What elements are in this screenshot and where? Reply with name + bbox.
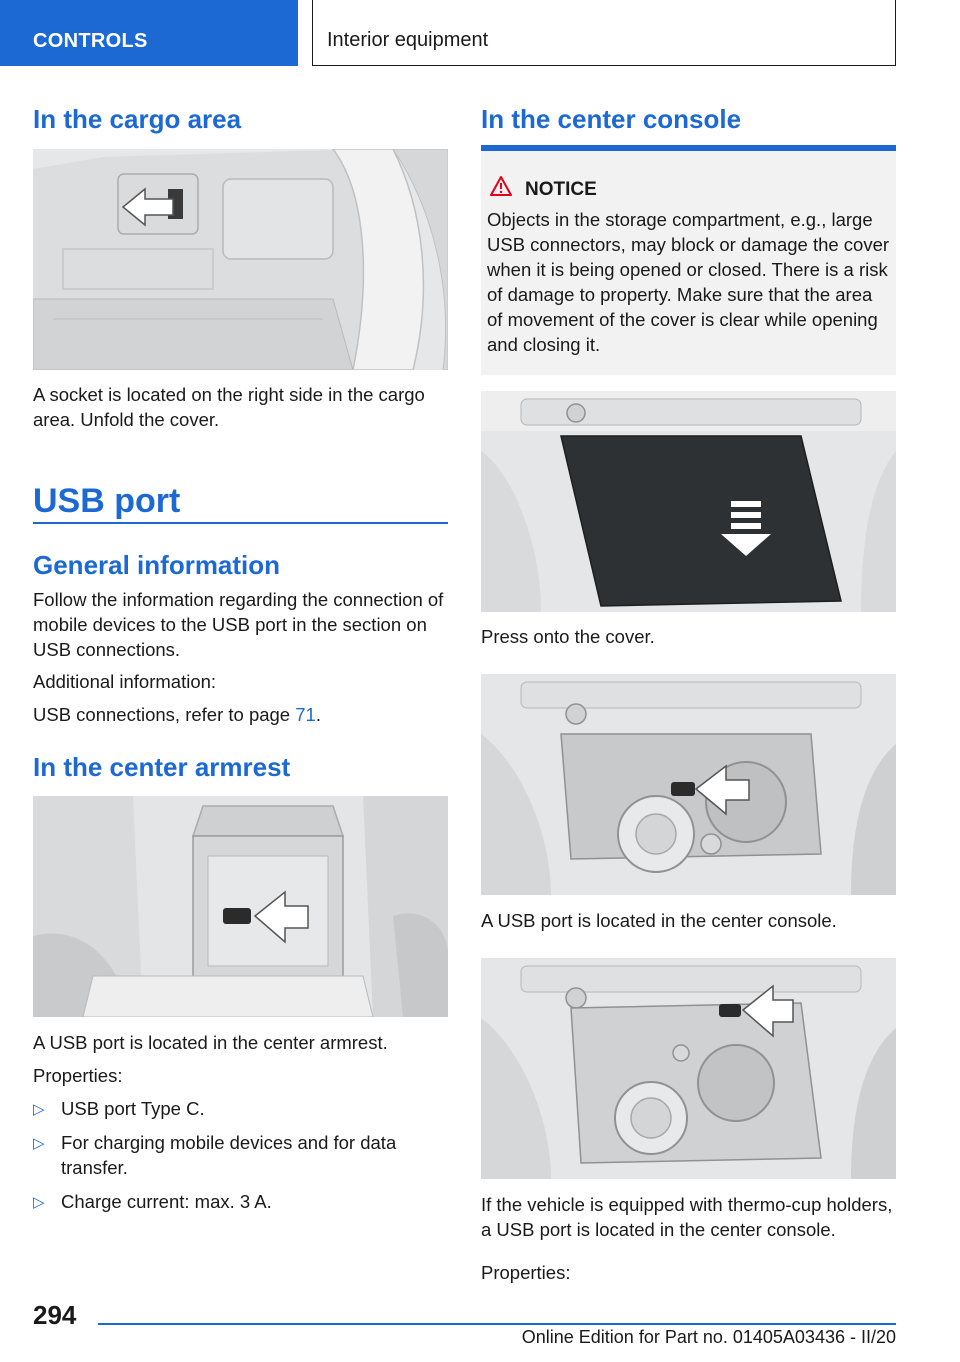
cargo-area-heading: In the cargo area [33,104,242,134]
bullet-triangle-icon: ▷ [33,1101,45,1118]
cargo-area-illustration [33,149,448,370]
armrest-properties-list: ▷USB port Type C. ▷For charging mobile d… [33,1096,448,1223]
page-footer: 294 Online Edition for Part no. 01405A03… [0,1290,960,1362]
list-item: ▷Charge current: max. 3 A. [33,1189,448,1214]
press-cover-caption: Press onto the cover. [481,626,655,647]
center-armrest-heading: In the center armrest [33,752,291,782]
console-cover-image [481,391,896,612]
center-armrest-illustration [33,796,448,1017]
thermo-cup-usb-image [481,958,896,1179]
section-tab: CONTROLS [0,0,298,66]
cargo-area-image [33,149,448,370]
reference-text: USB connections, refer to page [33,704,296,725]
section-divider [33,522,448,524]
page-header: CONTROLS Interior equipment [0,0,960,66]
footer-divider [98,1323,896,1325]
usb-connections-reference: USB connections, refer to page 71. [33,702,448,727]
page-link-71[interactable]: 71 [295,704,316,725]
general-information-heading: General information [33,550,281,580]
center-console-usb-image [481,674,896,895]
chapter-title: Interior equipment [312,0,896,66]
reference-end: . [315,704,321,725]
center-armrest-image [33,796,448,1017]
general-information-text: Follow the information regarding the con… [33,589,444,660]
edition-info: Online Edition for Part no. 01405A03436 … [521,1327,896,1347]
bullet-triangle-icon: ▷ [33,1194,45,1211]
center-armrest-caption: A USB port is located in the center armr… [33,1032,388,1053]
properties-label-right: Properties: [481,1262,571,1283]
center-console-caption: A USB port is located in the center cons… [481,910,837,931]
center-console-heading: In the center console [481,104,742,134]
bullet-triangle-icon: ▷ [33,1135,45,1152]
properties-label-left: Properties: [33,1065,123,1086]
warning-triangle-icon [490,176,512,196]
usb-port-heading: USB port [33,482,181,520]
thermo-cup-caption: If the vehicle is equipped with thermo-c… [481,1194,893,1240]
center-console-usb-illustration [481,674,896,895]
list-item: ▷USB port Type C. [33,1096,448,1121]
notice-title: NOTICE [525,179,597,200]
console-cover-illustration [481,391,896,612]
additional-information-label: Additional information: [33,671,217,692]
page-number: 294 [33,1300,77,1330]
notice-text: Objects in the storage compartment, e.g.… [487,209,890,355]
list-item: ▷For charging mobile devices and for dat… [33,1132,397,1178]
cargo-area-caption: A socket is located on the right side in… [33,384,425,430]
notice-box: NOTICE Objects in the storage compartmen… [481,145,896,375]
thermo-cup-usb-illustration [481,958,896,1179]
